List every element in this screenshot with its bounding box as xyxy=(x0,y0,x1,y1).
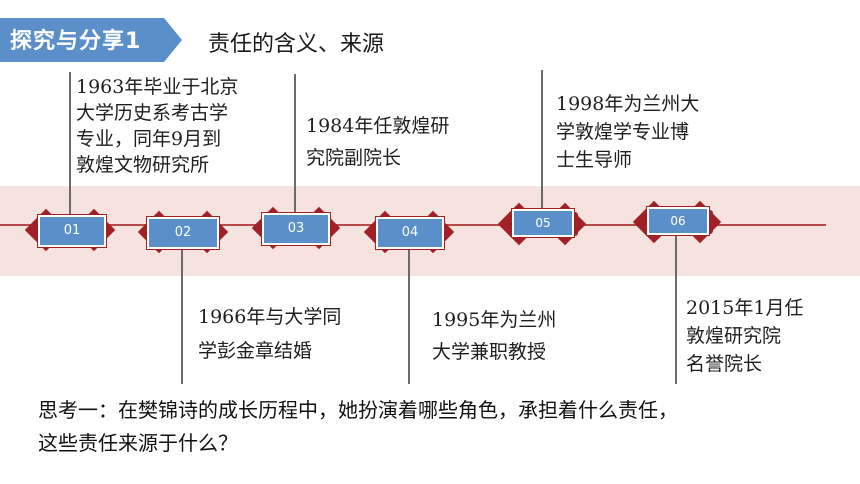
connector-line-05 xyxy=(541,70,543,216)
timeline-note-05: 1998年为兰州大 学敦煌学专业博 士生导师 xyxy=(556,90,699,174)
timeline-note-03: 1984年任敦煌研 究院副院长 xyxy=(306,110,449,174)
note-04-line-2: 大学兼职教授 xyxy=(432,341,547,363)
timeline-node-05: 05 xyxy=(512,209,574,237)
note-01-line-3: 专业，同年9月到 xyxy=(76,128,222,150)
note-05-line-3: 士生导师 xyxy=(556,149,633,171)
timeline-node-06: 06 xyxy=(647,207,709,235)
section-tag: 探究与分享1 xyxy=(0,18,182,62)
note-01-line-4: 敦煌文物研究所 xyxy=(76,154,210,176)
timeline-note-02: 1966年与大学同 学彭金章结婚 xyxy=(198,300,341,368)
note-04-line-1: 1995年为兰州 xyxy=(432,309,557,331)
note-03-line-2: 究院副院长 xyxy=(306,147,402,169)
slide-title: 责任的含义、来源 xyxy=(208,32,385,57)
note-05-line-2: 学敦煌学专业博 xyxy=(556,121,690,143)
connector-line-03 xyxy=(294,74,296,216)
timeline-note-06: 2015年1月任 敦煌研究院 名誉院长 xyxy=(686,294,803,378)
note-01-line-2: 大学历史系考古学 xyxy=(76,102,229,124)
connector-line-06 xyxy=(675,230,677,384)
connector-line-01 xyxy=(69,72,71,216)
note-02-line-2: 学彭金章结婚 xyxy=(198,340,313,362)
note-03-line-1: 1984年任敦煌研 xyxy=(306,115,450,137)
note-02-line-1: 1966年与大学同 xyxy=(198,306,342,328)
connector-line-02 xyxy=(181,232,183,384)
timeline-node-04: 04 xyxy=(376,217,444,249)
note-06-line-3: 名誉院长 xyxy=(686,353,763,375)
note-01-line-1: 1963年毕业于北京 xyxy=(76,76,239,98)
timeline-node-01: 01 xyxy=(38,215,106,247)
note-06-line-1: 2015年1月任 xyxy=(686,297,804,319)
timeline-note-04: 1995年为兰州 大学兼职教授 xyxy=(432,304,556,368)
timeline-node-02: 02 xyxy=(147,217,219,249)
section-tag-label: 探究与分享1 xyxy=(10,29,142,54)
question-line-2: 这些责任来源于什么？ xyxy=(38,431,238,455)
note-05-line-1: 1998年为兰州大 xyxy=(556,93,700,115)
timeline-note-01: 1963年毕业于北京 大学历史系考古学 专业，同年9月到 敦煌文物研究所 xyxy=(76,74,238,178)
reflection-question: 思考一：在樊锦诗的成长历程中，她扮演着哪些角色，承担着什么责任， 这些责任来源于… xyxy=(38,394,678,460)
question-line-1: 思考一：在樊锦诗的成长历程中，她扮演着哪些角色，承担着什么责任， xyxy=(38,398,678,422)
note-06-line-2: 敦煌研究院 xyxy=(686,325,782,347)
timeline-node-03: 03 xyxy=(262,213,330,245)
connector-line-04 xyxy=(408,232,410,384)
